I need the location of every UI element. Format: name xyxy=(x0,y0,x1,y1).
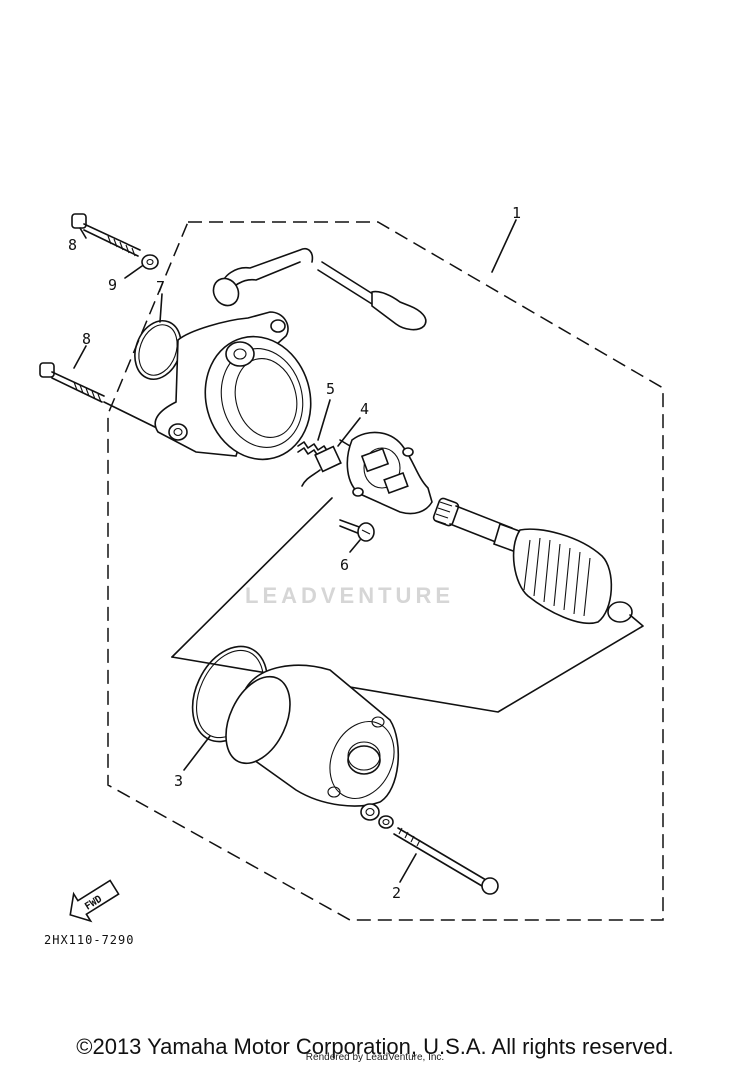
yoke-body xyxy=(225,664,400,807)
leader-line-7 xyxy=(159,293,163,323)
fwd-arrow-icon: FWD xyxy=(69,879,120,923)
leader-line-5 xyxy=(317,399,331,441)
washer-a xyxy=(360,803,380,821)
callout-9: 9 xyxy=(108,276,117,294)
leader-line-4 xyxy=(337,417,361,447)
callout-4: 4 xyxy=(360,400,369,418)
callout-5: 5 xyxy=(326,380,335,398)
leader-line-3 xyxy=(183,735,211,771)
reference-code: 2HX110-7290 xyxy=(44,933,135,947)
screw-6 xyxy=(339,519,375,542)
armature xyxy=(432,497,633,625)
callout-8-top: 8 xyxy=(68,236,77,254)
assembly-boundary xyxy=(107,221,664,921)
callout-1: 1 xyxy=(512,204,521,222)
starter-cable xyxy=(212,247,427,331)
callout-2: 2 xyxy=(392,884,401,902)
leader-line-2 xyxy=(399,853,417,883)
watermark: LEADVENTURE xyxy=(245,583,455,608)
brush-4 xyxy=(301,439,351,487)
callout-7: 7 xyxy=(156,278,165,296)
leader-line-8a xyxy=(79,227,87,239)
brush-holder-plate xyxy=(346,431,433,515)
leader-line-1 xyxy=(491,219,517,273)
callout-6: 6 xyxy=(340,556,349,574)
copyright-notice: ©2013 Yamaha Motor Corporation, U.S.A. A… xyxy=(76,1034,674,1059)
callout-3: 3 xyxy=(174,772,183,790)
bolt-top xyxy=(71,213,141,257)
rendered-by: Rendered by LeadVenture, Inc. xyxy=(305,1052,445,1063)
washer-9 xyxy=(141,254,159,270)
leader-line-9 xyxy=(124,265,143,279)
callout-8-lower: 8 xyxy=(82,330,91,348)
leader-line-8b xyxy=(73,345,87,369)
through-bolt-2 xyxy=(393,827,499,895)
washer-b xyxy=(378,815,394,829)
front-cover xyxy=(154,311,312,461)
leader-line-6 xyxy=(349,539,361,553)
